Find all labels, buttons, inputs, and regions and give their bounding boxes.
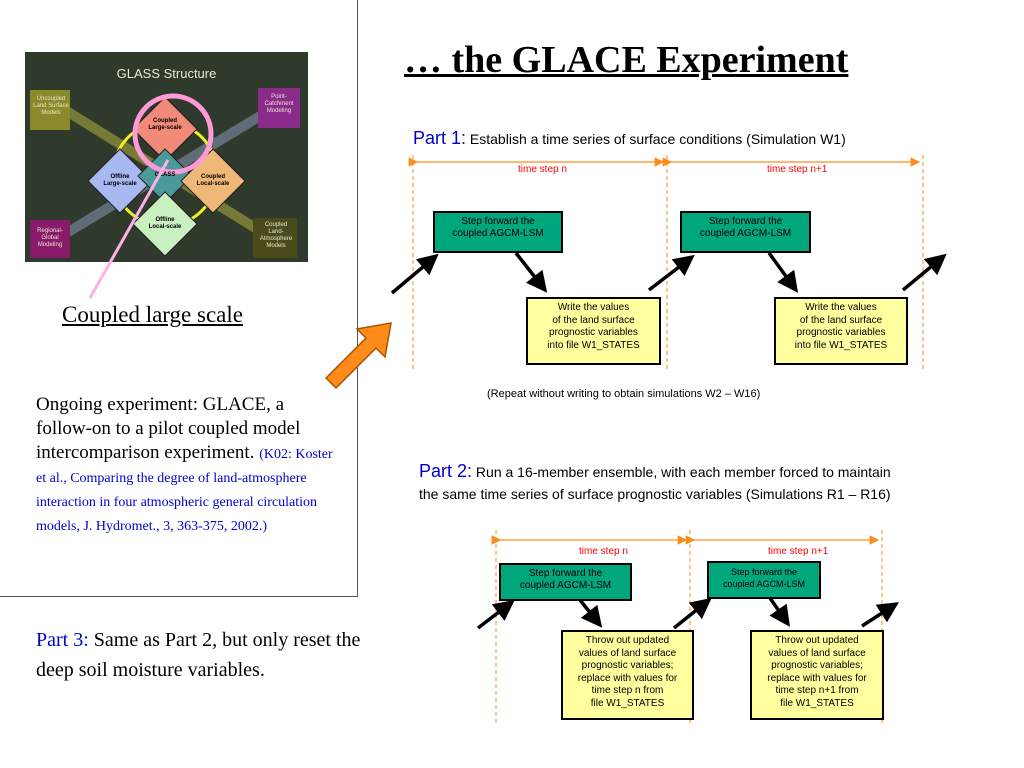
part1-time-step-n: time step n [518, 164, 567, 175]
reference-text: (K02: Koster et al., Comparing the degre… [36, 447, 333, 534]
page-title: … the GLACE Experiment [404, 39, 849, 81]
part2-text-line1: Run a 16-member ensemble, with each memb… [475, 464, 891, 480]
part1-heading: Part 1: Establish a time series of surfa… [413, 128, 846, 149]
part1-label: Part 1: [413, 128, 467, 148]
uncoupled-models-label: Uncoupled Land Surface Models [33, 96, 69, 116]
glass-structure-title: GLASS Structure [116, 66, 217, 81]
ongoing-text: Ongoing experiment: GLACE, a follow-on t… [36, 394, 301, 463]
part2-label: Part 2: [419, 461, 473, 481]
diamond-offline-large-scale: Offline Large-scale [103, 174, 137, 187]
regional-global-label: Regional- Global Modeling [37, 228, 63, 248]
glass-structure-image: GLASS Structure Uncoupled Land Surface M… [25, 52, 308, 262]
pink-pointer-line [88, 159, 170, 299]
coupled-land-atmosphere-label: Coupled Land- Atmosphere Models [259, 222, 293, 249]
left-panel [0, 0, 358, 597]
diamond-coupled-local-scale: Coupled Local-scale [196, 174, 230, 187]
repeat-note: (Repeat without writing to obtain simula… [487, 388, 761, 400]
glass-structure-graphic [30, 88, 300, 258]
orange-arrow-icon [324, 322, 392, 390]
part3-description: Part 3: Same as Part 2, but only reset t… [36, 625, 366, 685]
part1-time-step-n1: time step n+1 [767, 164, 828, 175]
part2-time-step-n: time step n [579, 546, 628, 557]
diamond-coupled-large-scale: Coupled Large-scale [148, 118, 182, 131]
part2-text-line2: the same time series of surface prognost… [419, 486, 891, 502]
ongoing-experiment-text: Ongoing experiment: GLACE, a follow-on t… [36, 393, 341, 537]
part3-text: Same as Part 2, but only reset the deep … [36, 629, 361, 681]
part2-time-step-n1: time step n+1 [768, 546, 829, 557]
diamond-offline-local-scale: Offline Local-scale [148, 217, 182, 230]
coupled-large-scale-label: Coupled large scale [62, 302, 243, 327]
part2-heading: Part 2: Run a 16-member ensemble, with e… [419, 460, 891, 505]
part3-label: Part 3: [36, 629, 89, 651]
diamond-glass: GLASS [154, 172, 176, 178]
point-catchment-label: Point- Catchment Modeling [264, 94, 294, 114]
part1-text: Establish a time series of surface condi… [469, 131, 846, 147]
